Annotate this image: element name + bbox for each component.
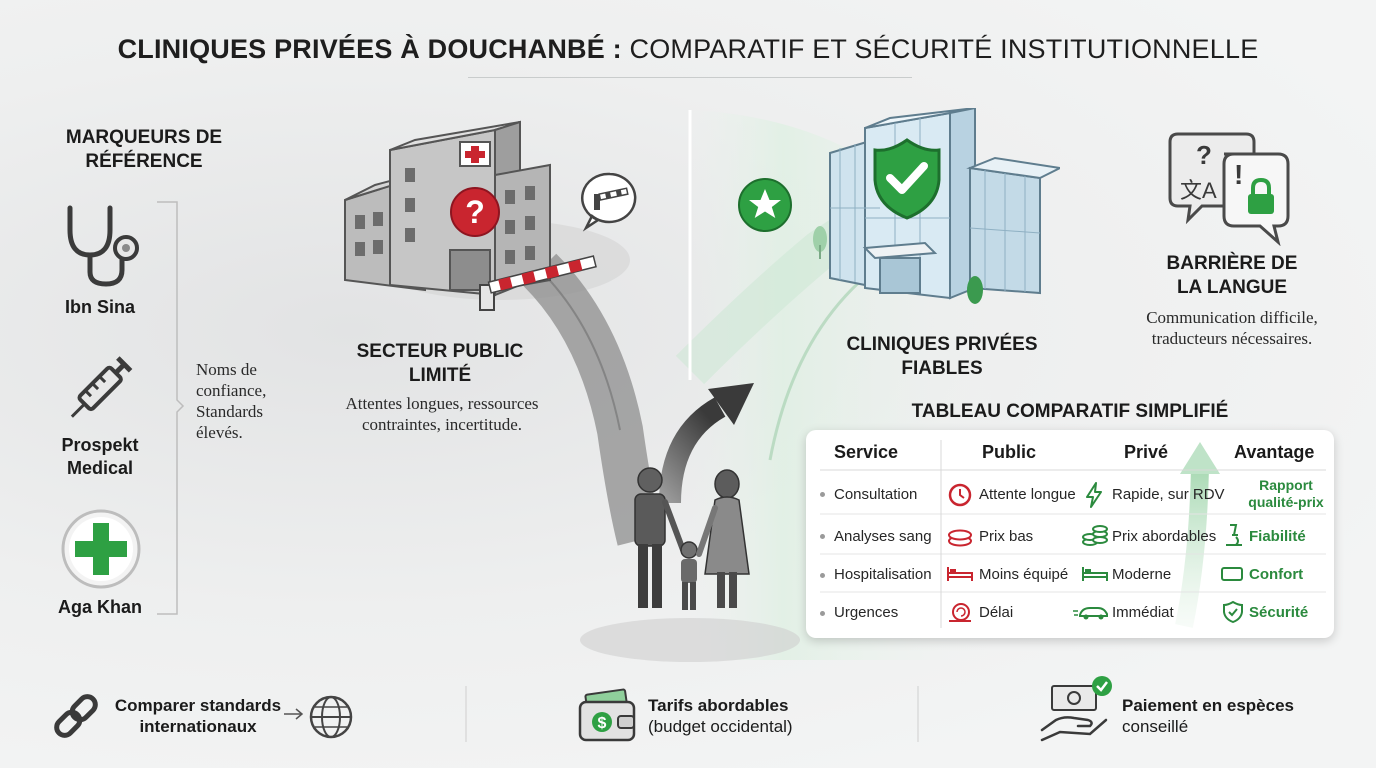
row-service-hospitalisation: Hospitalisation [834,566,932,583]
language-description: Communication difficile, traducteurs néc… [1146,308,1318,348]
wallet-icon: $ [578,688,636,742]
markers-heading: MARQUEURS DE RÉFÉRENCE [65,127,223,172]
shield-check-icon [1223,600,1243,624]
tree-icon [813,226,827,259]
row-public-analyses: Prix bas [979,528,1034,545]
table-gridlines [820,440,1326,628]
svg-text:文A: 文A [1180,178,1217,203]
fast-car-icon [1073,607,1108,620]
svg-text:?: ? [465,194,485,230]
private-clinic-illustration [829,108,1060,304]
bed-icon [947,567,973,581]
snail-icon [949,603,971,622]
row-bullet [820,573,825,578]
row-private-urgences: Immédiat [1112,604,1174,621]
row-service-urgences: Urgences [834,604,899,621]
svg-text:$: $ [598,715,607,732]
cash-payment-icon [1040,676,1112,742]
markers-bracket [157,201,185,615]
coins-icon [948,529,972,547]
globe-icon [309,695,353,739]
clock-icon [948,483,972,507]
row-bullet [820,492,825,497]
row-advantage-analyses: Fiabilité [1249,528,1306,545]
row-advantage-hospitalisation: Confort [1249,566,1304,583]
comparison-table [806,430,1334,638]
family-illustration [634,467,750,610]
lightning-icon [1086,482,1102,508]
table-title: TABLEAU COMPARATIF SIMPLIFIÉ [911,401,1229,422]
marker-prospekt-medical: Prospekt Medical [61,435,139,478]
microscope-icon [1226,524,1242,546]
language-barrier-icon: ? 文A ! [1168,132,1290,246]
row-service-analyses: Analyses sang [834,528,932,545]
progress-arrow-icon [659,383,754,504]
footer-compare-standards: Comparer standards internationaux [114,696,282,736]
table-header-private: Privé [1124,442,1169,462]
row-private-hospitalisation: Moderne [1112,566,1172,583]
arrow-right-icon [284,708,304,720]
row-bullet [820,534,825,539]
public-hospital-illustration: ? [344,120,597,311]
coins-stack-icon [1082,525,1108,546]
svg-text:!: ! [1234,159,1243,190]
table-header-advantage: Avantage [1234,442,1315,462]
page-title: CLINIQUES PRIVÉES À DOUCHANBÉ : COMPARAT… [117,34,1259,64]
chain-link-icon [54,694,98,738]
public-sector-description: Attentes longues, ressources contraintes… [345,394,539,434]
row-public-urgences: Délai [979,604,1014,621]
green-cross-icon [61,509,141,589]
private-clinics-heading: CLINIQUES PRIVÉES FIABLES [846,334,1038,379]
footer-dividers [465,686,919,742]
green-up-arrow-icon [1175,442,1220,628]
markers-note: Noms de confiance, Standards élevés. [196,360,267,442]
svg-text:?: ? [1196,140,1212,170]
public-sector-heading: SECTEUR PUBLIC LIMITÉ [356,341,524,386]
marker-aga-khan: Aga Khan [57,597,142,617]
title-divider [468,77,912,78]
syringe-icon [70,356,133,418]
footer-affordable-rates: Tarifs abordables (budget occidental) [648,696,793,736]
row-private-consultation: Rapide, sur RDV [1112,486,1225,503]
row-bullet [820,611,825,616]
marker-ibn-sina: Ibn Sina [64,297,135,317]
star-badge-icon [738,178,792,232]
footer-cash-payment: Paiement en espèces conseillé [1122,696,1294,736]
table-header-public: Public [982,442,1037,462]
stethoscope-icon [67,205,139,287]
row-public-consultation: Attente longue [979,486,1076,503]
language-heading: BARRIÈRE DE LA LANGUE [1166,253,1298,298]
row-public-hospitalisation: Moins équipé [979,566,1069,583]
row-advantage-consultation: Rapport qualité-prix [1248,477,1324,510]
table-header-service: Service [834,442,899,462]
bed-icon [1082,567,1108,581]
row-advantage-urgences: Sécurité [1249,604,1309,621]
row-private-analyses: Prix abordables [1112,528,1217,545]
armchair-icon [1221,567,1243,581]
gate-closed-icon [581,172,637,232]
row-service-consultation: Consultation [834,486,918,503]
